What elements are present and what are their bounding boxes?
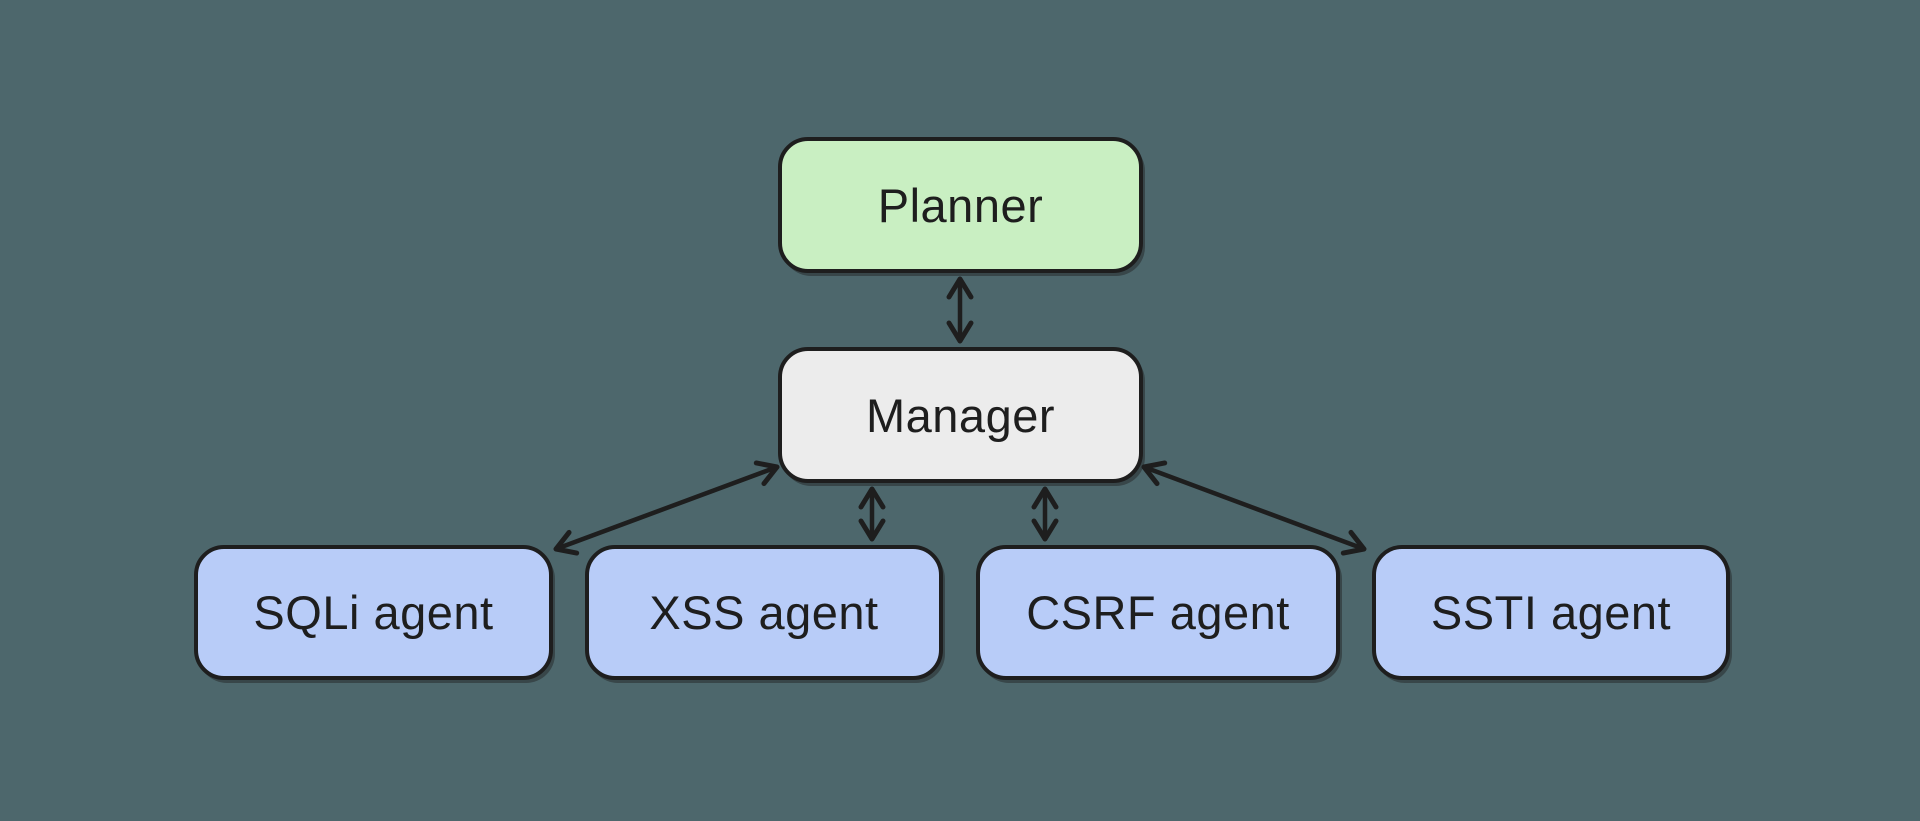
node-sqli-agent: SQLi agent xyxy=(194,545,553,680)
node-xss-agent: XSS agent xyxy=(585,545,943,680)
node-manager: Manager xyxy=(778,347,1143,483)
node-csrf-agent-label: CSRF agent xyxy=(1026,586,1290,639)
node-ssti-agent: SSTI agent xyxy=(1372,545,1730,680)
node-planner: Planner xyxy=(778,137,1143,273)
node-manager-label: Manager xyxy=(866,388,1055,442)
edge-manager-ssti-arrow xyxy=(1141,460,1367,556)
node-ssti-agent-label: SSTI agent xyxy=(1430,586,1672,639)
node-sqli-agent-label: SQLi agent xyxy=(253,586,494,639)
node-planner-label: Planner xyxy=(877,178,1044,232)
node-csrf-agent: CSRF agent xyxy=(976,545,1340,680)
node-xss-agent-label: XSS agent xyxy=(649,586,879,639)
edge-manager-sqli-arrow xyxy=(553,460,780,556)
